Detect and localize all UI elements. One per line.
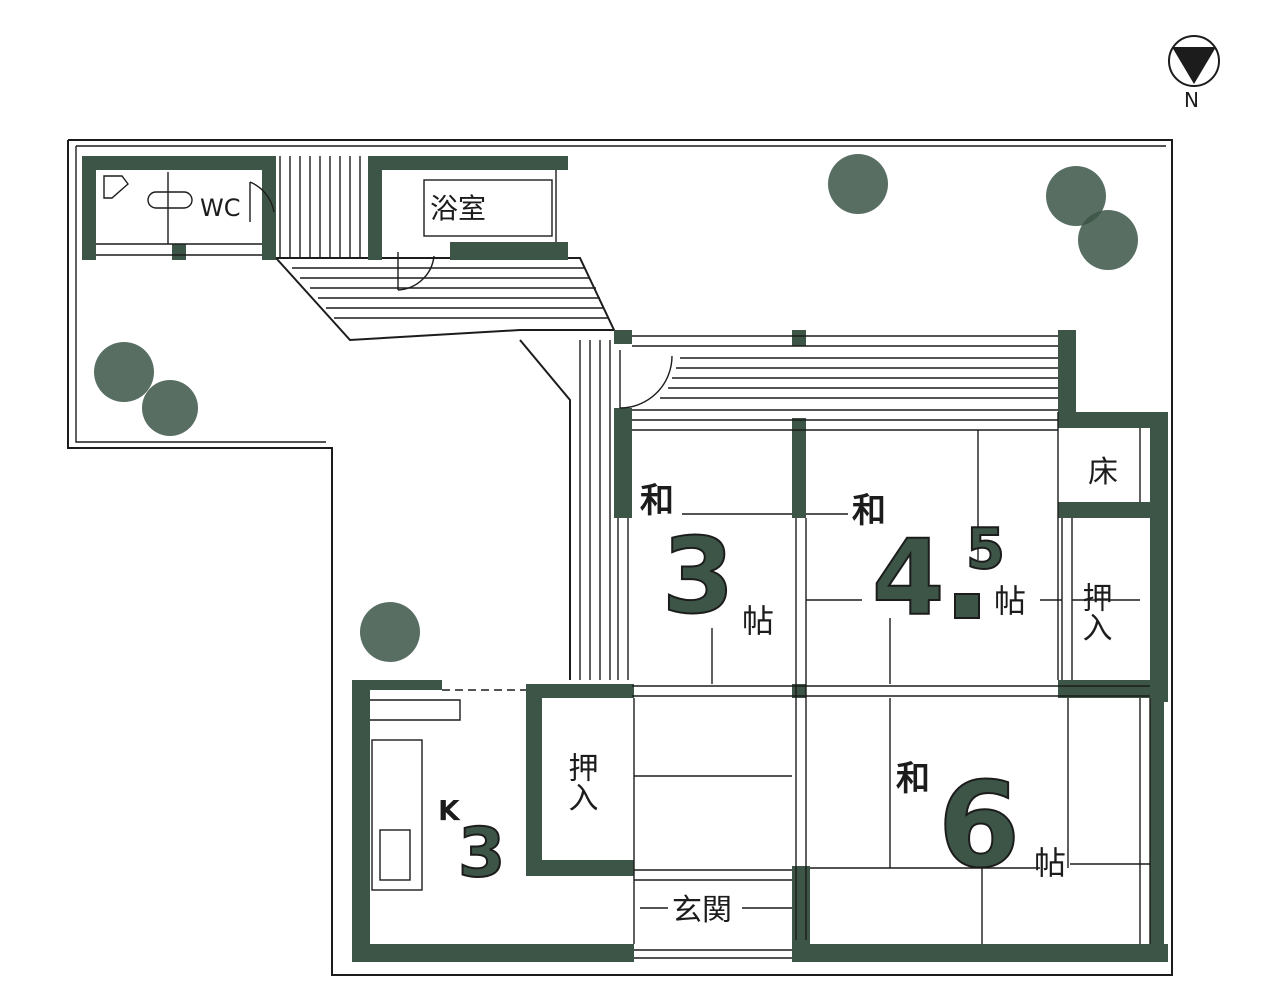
kitchen-fixtures	[370, 689, 526, 891]
oshiire-2-label: 押入	[563, 752, 598, 812]
north-arrow-icon	[1168, 35, 1220, 87]
kitchen-prefix: K	[438, 794, 461, 827]
washitsu-45-unit: 帖	[994, 582, 1026, 620]
washitsu-45-type: 和	[852, 491, 886, 531]
tokonoma-label: 床	[1088, 455, 1118, 490]
interior-lines	[617, 412, 1151, 959]
decimal-point	[954, 593, 980, 619]
genkan-label: 玄関	[672, 893, 732, 928]
lot-boundary	[67, 139, 1173, 976]
washitsu-3-size: 3	[662, 515, 734, 637]
wc-room	[82, 156, 276, 260]
tree-icons	[94, 154, 1138, 662]
house-walls	[352, 330, 1168, 962]
washitsu-45-size: 4	[872, 517, 944, 639]
bath-label: 浴室	[430, 192, 486, 225]
washitsu-45-size-sup: 5	[966, 517, 1005, 582]
washitsu-6-unit: 帖	[1034, 844, 1066, 882]
wc-label: WC	[200, 194, 241, 222]
north-label: N	[1184, 88, 1199, 112]
washitsu-6-size: 6	[938, 756, 1020, 894]
veranda	[619, 335, 1058, 431]
bath-room	[368, 156, 568, 291]
corridor-boards	[275, 156, 616, 680]
kitchen-size: 3	[458, 814, 505, 893]
washitsu-3-type: 和	[640, 481, 674, 521]
washitsu-3-unit: 帖	[742, 602, 774, 640]
oshiire-1-label: 押入	[1077, 582, 1112, 642]
washitsu-6-type: 和	[896, 759, 930, 799]
